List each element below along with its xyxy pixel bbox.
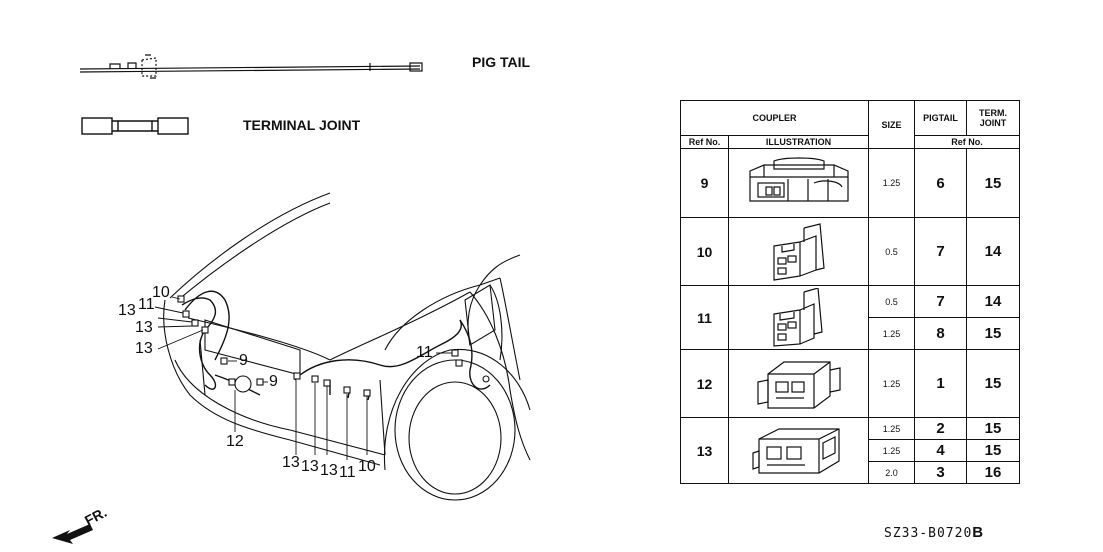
callout-number: 13 [135,340,153,357]
callout-number: 13 [118,302,136,319]
callout-number: 9 [269,373,278,390]
front-direction-arrow-icon [52,524,93,544]
header-terminal-joint-line2: JOINT [979,118,1007,128]
callout-number: 11 [416,344,433,361]
row-terminal-joint: 15 [966,417,1020,440]
row-ref: 12 [680,349,729,418]
vehicle-front-illustration [154,192,531,501]
row-pigtail: 6 [914,148,967,218]
row-size: 2.0 [868,461,915,484]
row-pigtail: 4 [914,439,967,462]
row-size: 1.25 [868,349,915,418]
table-row: 13 1.25 2 15 [680,417,1020,484]
row-terminal-joint: 15 [966,317,1020,350]
table-row: 11 0.5 7 14 [680,285,1020,350]
row-ref: 11 [680,285,729,350]
row-pigtail: 3 [914,461,967,484]
callout-number: 13 [282,454,300,471]
row-pigtail: 7 [914,285,967,318]
table-row: 1.25 4 15 [681,439,1020,462]
legend-pigtail-label: PIG TAIL [472,54,531,70]
row-ref: 10 [680,217,729,286]
row-size: 0.5 [868,285,915,318]
legend-terminal-joint-label: TERMINAL JOINT [243,117,361,133]
header-ref-no: Ref No. [680,135,729,149]
table-row: 10 0.5 7 14 [680,217,1020,286]
terminal-joint-illustration [81,117,189,135]
callout-number: 11 [138,296,155,313]
row-terminal-joint: 15 [966,148,1020,218]
callout-number: 11 [339,464,356,481]
callout-number: 12 [226,433,244,450]
table-row: 2.0 3 16 [681,461,1020,484]
row-pigtail: 1 [914,349,967,418]
row-terminal-joint: 16 [966,461,1020,484]
header-illustration: ILLUSTRATION [728,135,869,149]
callout-number: 13 [301,458,319,475]
row-terminal-joint: 14 [966,217,1020,286]
row-size: 1.25 [868,417,915,440]
coupler-table: COUPLER SIZE PIGTAIL TERM.JOINT Ref No. … [680,100,1020,484]
row-pigtail: 8 [914,317,967,350]
row-terminal-joint: 15 [966,349,1020,418]
row-terminal-joint: 15 [966,439,1020,462]
figure-code-suffix: B [972,524,985,541]
coupler-11-illustration [728,285,869,350]
table-row: 12 1.25 1 15 [680,349,1020,418]
callout-number: 9 [239,352,248,369]
pigtail-illustration [79,54,423,79]
row-pigtail: 2 [914,417,967,440]
row-ref: 13 [680,417,729,484]
header-coupler: COUPLER [680,100,869,136]
row-size: 0.5 [868,217,915,286]
row-size: 1.25 [868,439,915,462]
table-row: 9 1.25 6 15 [680,148,1020,218]
coupler-12-illustration [728,349,869,418]
row-size: 1.25 [868,317,915,350]
figure-code: SZ33-B0720B [884,524,984,541]
header-ref-no-right: Ref No. [914,135,1020,149]
coupler-13-illustration [728,417,869,484]
coupler-9-illustration [728,148,869,218]
callout-number: 10 [152,284,170,301]
callout-number: 13 [320,462,338,479]
header-pigtail: PIGTAIL [914,100,967,136]
figure-code-prefix: SZ33-B0720 [884,526,973,541]
header-terminal-joint-line1: TERM. [979,108,1007,118]
front-direction-label: FR. [82,504,109,529]
callout-number: 13 [135,319,153,336]
row-ref: 9 [680,148,729,218]
header-terminal-joint: TERM.JOINT [966,100,1020,136]
row-terminal-joint: 14 [966,285,1020,318]
callout-number: 10 [358,458,376,475]
row-size: 1.25 [868,148,915,218]
row-pigtail: 7 [914,217,967,286]
coupler-10-illustration [728,217,869,286]
header-size: SIZE [868,100,915,149]
